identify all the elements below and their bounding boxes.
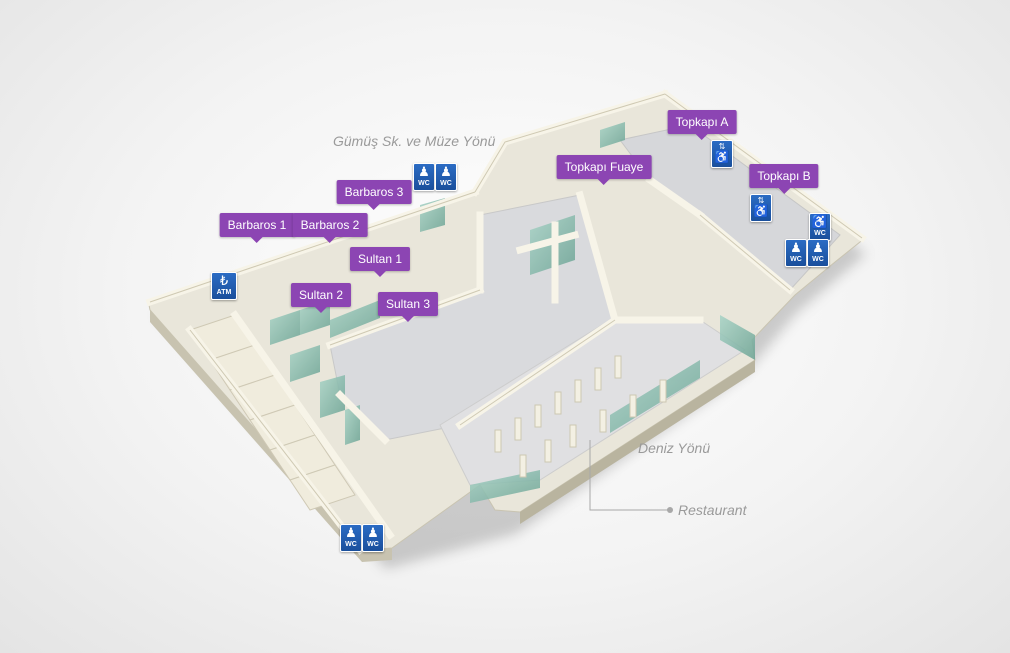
atm-label: ATM <box>216 289 232 296</box>
wc-men-icon[interactable]: ♟ WC <box>413 163 435 191</box>
wc-women-icon[interactable]: ♟ WC <box>435 163 457 191</box>
accessible-wc-icon[interactable]: ♿ WC <box>809 213 831 241</box>
wc-men-icon[interactable]: ♟ WC <box>340 524 362 552</box>
wc-label: WC <box>418 180 430 187</box>
lira-symbol: ₺ <box>219 273 229 288</box>
hall-sultan-1[interactable]: Sultan 1 <box>349 247 411 277</box>
wc-label: WC <box>790 256 802 263</box>
hall-topkapi-fuaye[interactable]: Topkapı Fuaye <box>556 155 652 185</box>
wheelchair-icon: ♿ <box>811 214 829 229</box>
woman-figure-icon: ♟ <box>440 164 452 179</box>
man-figure-icon: ♟ <box>790 240 802 255</box>
wc-label: WC <box>345 541 357 548</box>
hall-barbaros-1[interactable]: Barbaros 1 <box>219 213 295 243</box>
man-figure-icon: ♟ <box>345 525 357 540</box>
hall-sultan-3[interactable]: Sultan 3 <box>377 292 439 322</box>
restaurant-label: Restaurant <box>678 502 747 518</box>
hall-topkapi-b[interactable]: Topkapı B <box>749 164 819 194</box>
restaurant-leader-line <box>589 440 668 511</box>
hall-barbaros-3[interactable]: Barbaros 3 <box>336 180 412 210</box>
hall-topkapi-a[interactable]: Topkapı A <box>667 110 737 140</box>
elevator-accessible-icon[interactable]: ⇅ ♿ <box>750 194 772 222</box>
elevator-accessible-icon[interactable]: ⇅ ♿ <box>711 140 733 168</box>
elevator-arrows-icon: ⇅ <box>757 196 765 205</box>
slab-edge-right <box>520 360 755 524</box>
wheelchair-icon: ♿ <box>714 150 730 164</box>
direction-sea-label: Deniz Yönü <box>638 440 711 456</box>
woman-figure-icon: ♟ <box>367 525 379 540</box>
restaurant-leader-dot <box>667 507 673 513</box>
wc-label: WC <box>440 180 452 187</box>
hall-sultan-2[interactable]: Sultan 2 <box>290 283 352 313</box>
corridor-columns <box>494 355 667 478</box>
hall-barbaros-2[interactable]: Barbaros 2 <box>292 213 368 243</box>
wc-women-icon[interactable]: ♟ WC <box>807 239 829 267</box>
atm-icon[interactable]: ₺ ATM <box>211 272 237 300</box>
woman-figure-icon: ♟ <box>812 240 824 255</box>
elevator-arrows-icon: ⇅ <box>718 142 726 151</box>
direction-north-label: Gümüş Sk. ve Müze Yönü <box>333 133 496 149</box>
wc-women-icon[interactable]: ♟ WC <box>362 524 384 552</box>
wc-label: WC <box>367 541 379 548</box>
wheelchair-icon: ♿ <box>753 204 769 218</box>
wc-label: WC <box>812 256 824 263</box>
man-figure-icon: ♟ <box>418 164 430 179</box>
wc-label: WC <box>814 230 826 237</box>
wc-men-icon[interactable]: ♟ WC <box>785 239 807 267</box>
